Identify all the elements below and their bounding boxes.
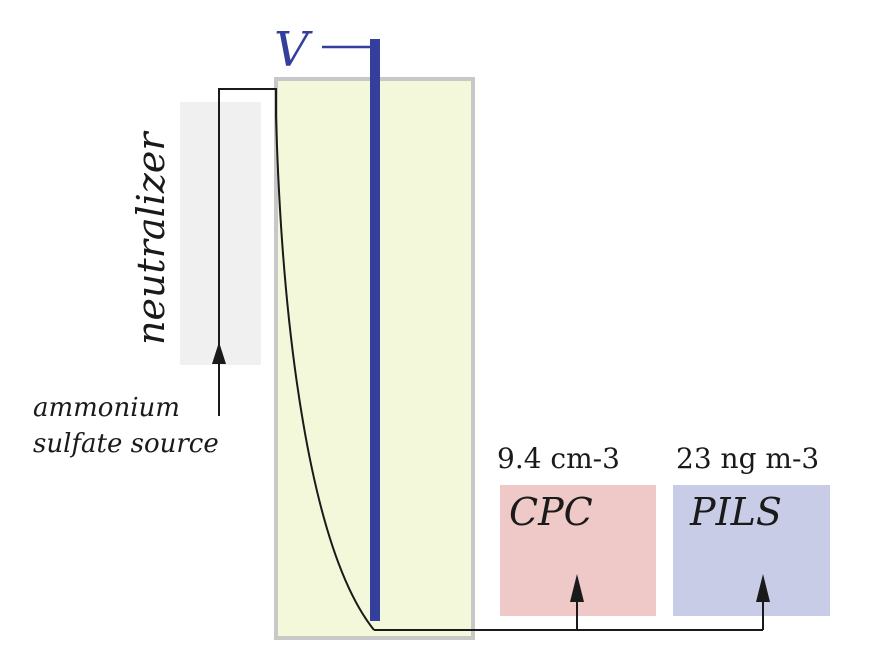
- cpc-label: CPC: [509, 490, 593, 534]
- cpc-reading: 9.4 cm-3: [497, 442, 620, 475]
- neutralizer-label: neutralizer: [129, 130, 173, 345]
- cpc-arrow-icon: [570, 574, 584, 602]
- aerosol-inlet-line: [218, 88, 277, 416]
- pils-arrow-icon: [756, 574, 770, 602]
- voltage-label: V: [274, 22, 313, 78]
- pils-reading: 23 ng m-3: [676, 442, 819, 475]
- particle-trajectory: [275, 115, 375, 631]
- pils-box: [673, 485, 830, 616]
- neutralizer-box: [180, 102, 261, 365]
- source-label-line2: sulfate source: [33, 429, 219, 459]
- central-electrode: [370, 39, 380, 621]
- inlet-arrow-icon: [212, 342, 226, 364]
- pils-label: PILS: [689, 490, 782, 534]
- source-label-line1: ammonium: [33, 393, 180, 423]
